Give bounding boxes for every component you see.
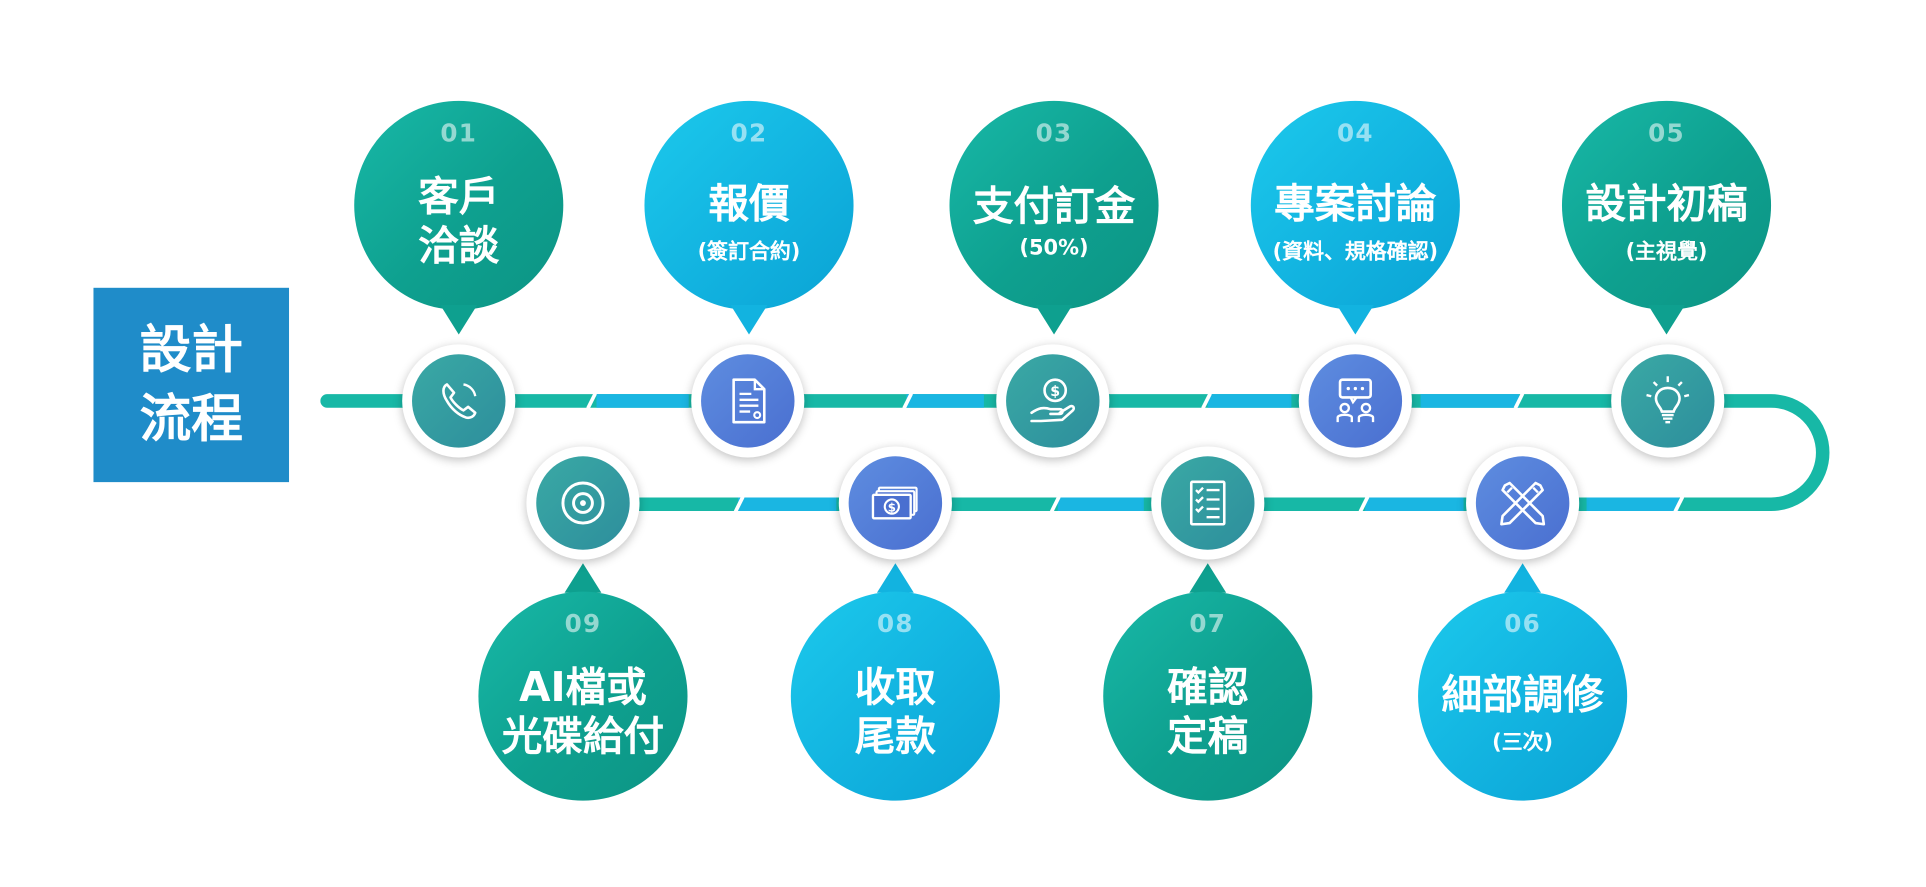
- step-number: 05: [1648, 118, 1685, 148]
- money-stack-icon: $: [871, 486, 918, 520]
- step-01-bubble: 01 客戶洽談: [354, 100, 564, 310]
- step-06-pointer: [1504, 563, 1542, 593]
- step-03-bubble: 03 支付訂金 (50%): [949, 100, 1159, 310]
- step-09-node: [526, 446, 640, 560]
- pen-pencil-icon: [1500, 481, 1546, 526]
- step-09-bubble: 09 AI檔或光碟給付: [478, 591, 688, 801]
- svg-text:$: $: [888, 500, 896, 514]
- step-03-node: $: [996, 344, 1110, 458]
- step-07-node: [1151, 446, 1265, 560]
- step-number: 02: [730, 118, 768, 148]
- checklist-icon: [1189, 480, 1226, 526]
- step-05-node: [1611, 344, 1725, 458]
- step-label: AI檔或光碟給付: [501, 662, 665, 761]
- step-08-pointer: [876, 563, 914, 593]
- phone-icon: [442, 383, 477, 420]
- step-number: 04: [1336, 118, 1374, 148]
- step-number: 01: [440, 118, 478, 148]
- title-line-2: 流程: [139, 388, 243, 449]
- step-label: 報價: [708, 178, 790, 227]
- step-number: 06: [1504, 608, 1541, 639]
- step-label: 專案討論: [1274, 178, 1437, 227]
- discussion-icon: [1336, 378, 1375, 423]
- step-05-bubble: 05 設計初稿 (主視覺): [1561, 100, 1772, 310]
- step-08-bubble: 08 收取尾款: [790, 591, 1000, 801]
- step-03-pointer: [1035, 305, 1073, 335]
- step-02-pointer: [730, 305, 768, 335]
- step-05-pointer: [1648, 305, 1685, 335]
- step-06-bubble: 06 細部調修 (三次): [1418, 591, 1628, 801]
- step-09-pointer: [564, 563, 602, 593]
- step-04-bubble: 04 專案討論 (資料、規格確認): [1250, 100, 1460, 310]
- step-label: 設計初稿: [1585, 178, 1748, 227]
- step-label: 客戶洽談: [418, 172, 500, 270]
- title-line-1: 設計: [139, 319, 243, 381]
- payment-hand-icon: $: [1030, 378, 1076, 423]
- step-08-node: $: [838, 446, 952, 560]
- step-07-pointer: [1189, 563, 1227, 593]
- step-01-pointer: [440, 305, 478, 335]
- step-number: 07: [1189, 608, 1227, 639]
- step-sublabel: (三次): [1492, 729, 1554, 755]
- lightbulb-icon: [1646, 376, 1690, 424]
- step-label: 細部調修: [1441, 669, 1604, 718]
- step-number: 08: [877, 608, 914, 639]
- svg-text:$: $: [1050, 384, 1060, 400]
- step-06-node: [1466, 446, 1580, 560]
- step-01-node: [402, 344, 516, 458]
- step-label: 收取尾款: [854, 662, 936, 761]
- document-icon: [732, 378, 766, 424]
- step-sublabel: (簽訂合約): [697, 239, 801, 264]
- step-label: 確認定稿: [1167, 662, 1249, 761]
- step-07-bubble: 07 確認定稿: [1103, 591, 1313, 801]
- step-sublabel: (資料、規格確認): [1272, 239, 1439, 264]
- step-04-pointer: [1336, 305, 1374, 335]
- step-04-node: [1298, 344, 1412, 458]
- process-title: 設計 流程: [93, 287, 290, 483]
- step-label: 支付訂金: [972, 182, 1136, 230]
- step-02-node: [691, 344, 805, 458]
- step-sublabel: (主視覺): [1625, 239, 1708, 264]
- step-number: 03: [1035, 118, 1073, 148]
- step-sublabel: (50%): [1019, 236, 1089, 261]
- step-02-bubble: 02 報價 (簽訂合約): [644, 100, 854, 310]
- disc-icon: [561, 481, 605, 525]
- step-number: 09: [564, 608, 602, 639]
